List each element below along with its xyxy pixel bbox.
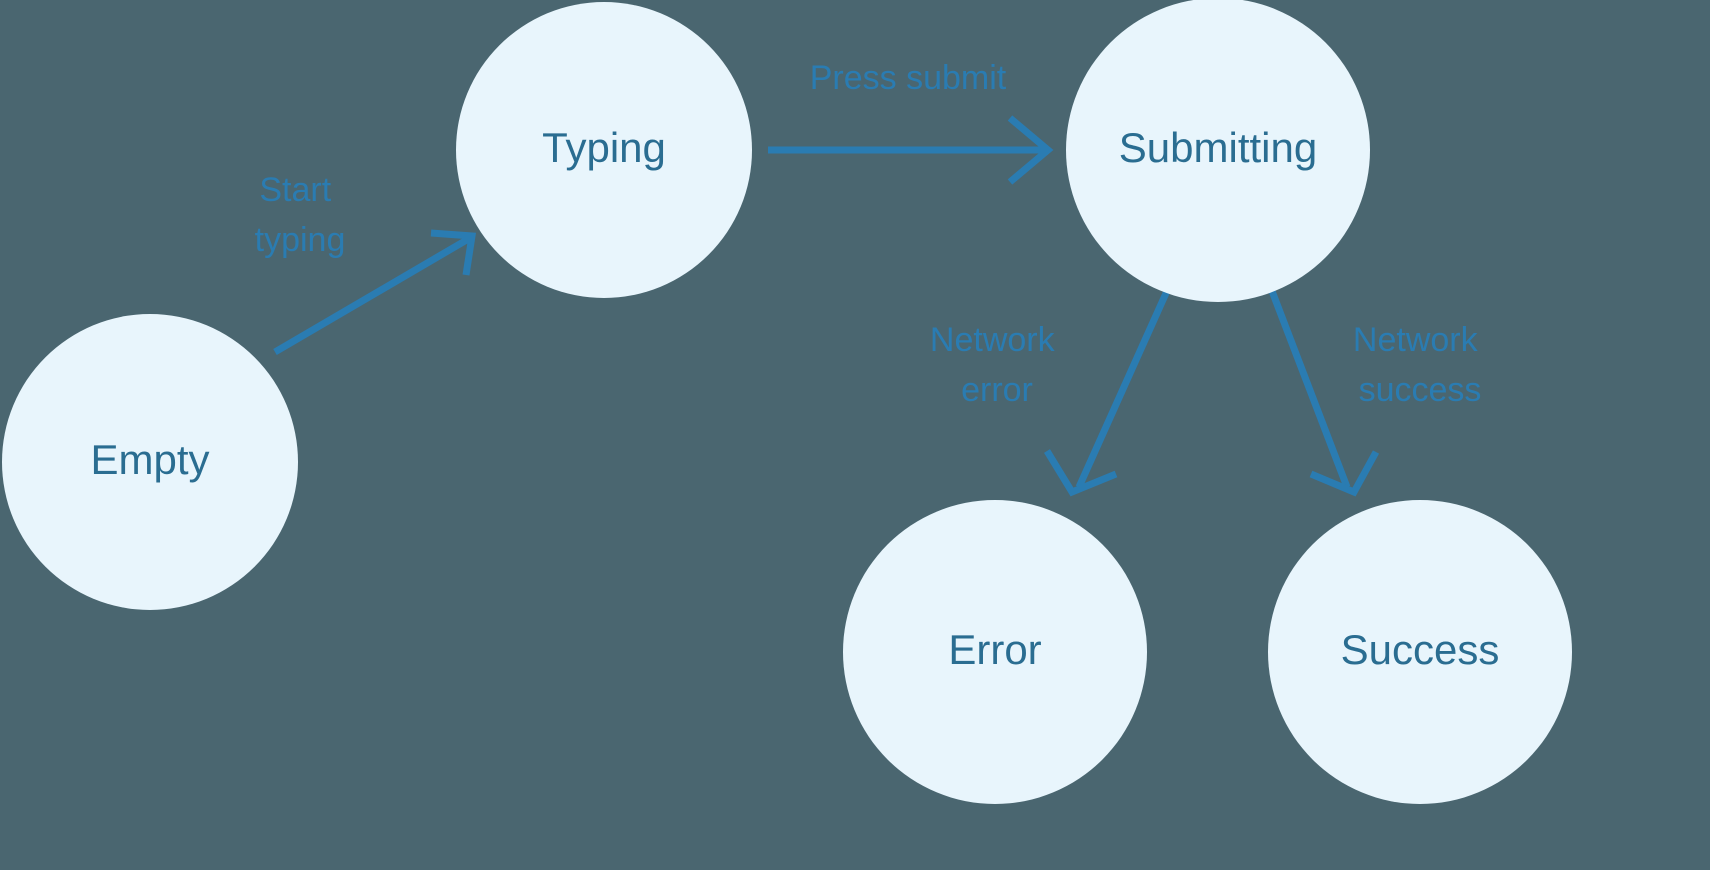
node-label-empty: Empty	[90, 436, 209, 483]
edge-label-submitting-to-error: Network error	[930, 321, 1064, 409]
node-circle-success[interactable]	[1268, 500, 1572, 804]
edge-label-line: typing	[255, 221, 346, 259]
edge-label-line: success	[1359, 371, 1482, 409]
node-error[interactable]: Error	[843, 500, 1147, 804]
edge-line-submitting-to-success	[1268, 289, 1351, 489]
node-circle-empty[interactable]	[2, 314, 298, 610]
edge-label-empty-to-typing: Start typing	[255, 171, 346, 259]
arrowhead-submitting-to-error	[1044, 449, 1118, 497]
edge-line-submitting-to-error	[1075, 289, 1171, 489]
node-label-success: Success	[1341, 626, 1500, 673]
node-success[interactable]: Success	[1268, 500, 1572, 804]
node-label-typing: Typing	[542, 124, 666, 171]
node-circle-typing[interactable]	[456, 2, 752, 298]
edge-empty-to-typing: Start typing	[255, 171, 477, 356]
edge-line-empty-to-typing	[273, 234, 472, 356]
edge-label-line: Start	[259, 171, 331, 209]
node-circle-submitting[interactable]	[1066, 0, 1370, 302]
edge-typing-to-submitting: Press submit	[768, 59, 1054, 185]
node-label-submitting: Submitting	[1119, 124, 1317, 171]
node-typing[interactable]: Typing	[456, 2, 752, 298]
node-label-error: Error	[948, 626, 1041, 673]
edge-submitting-to-error: Network error	[930, 289, 1171, 497]
arrowhead-typing-to-submitting	[1007, 115, 1054, 185]
node-circle-error[interactable]	[843, 500, 1147, 804]
node-empty[interactable]: Empty	[2, 314, 298, 610]
edge-label-line: Network	[930, 321, 1056, 359]
arrowhead-empty-to-typing	[430, 229, 477, 276]
edge-submitting-to-success: Network success	[1268, 289, 1487, 497]
edge-label-typing-to-submitting: Press submit	[810, 59, 1007, 97]
edge-label-submitting-to-success: Network success	[1353, 321, 1487, 409]
arrowhead-submitting-to-success	[1309, 450, 1380, 497]
edge-label-line: Press submit	[810, 59, 1007, 97]
edge-label-line: error	[961, 371, 1033, 409]
edge-label-line: Network	[1353, 321, 1479, 359]
node-submitting[interactable]: Submitting	[1066, 0, 1370, 302]
